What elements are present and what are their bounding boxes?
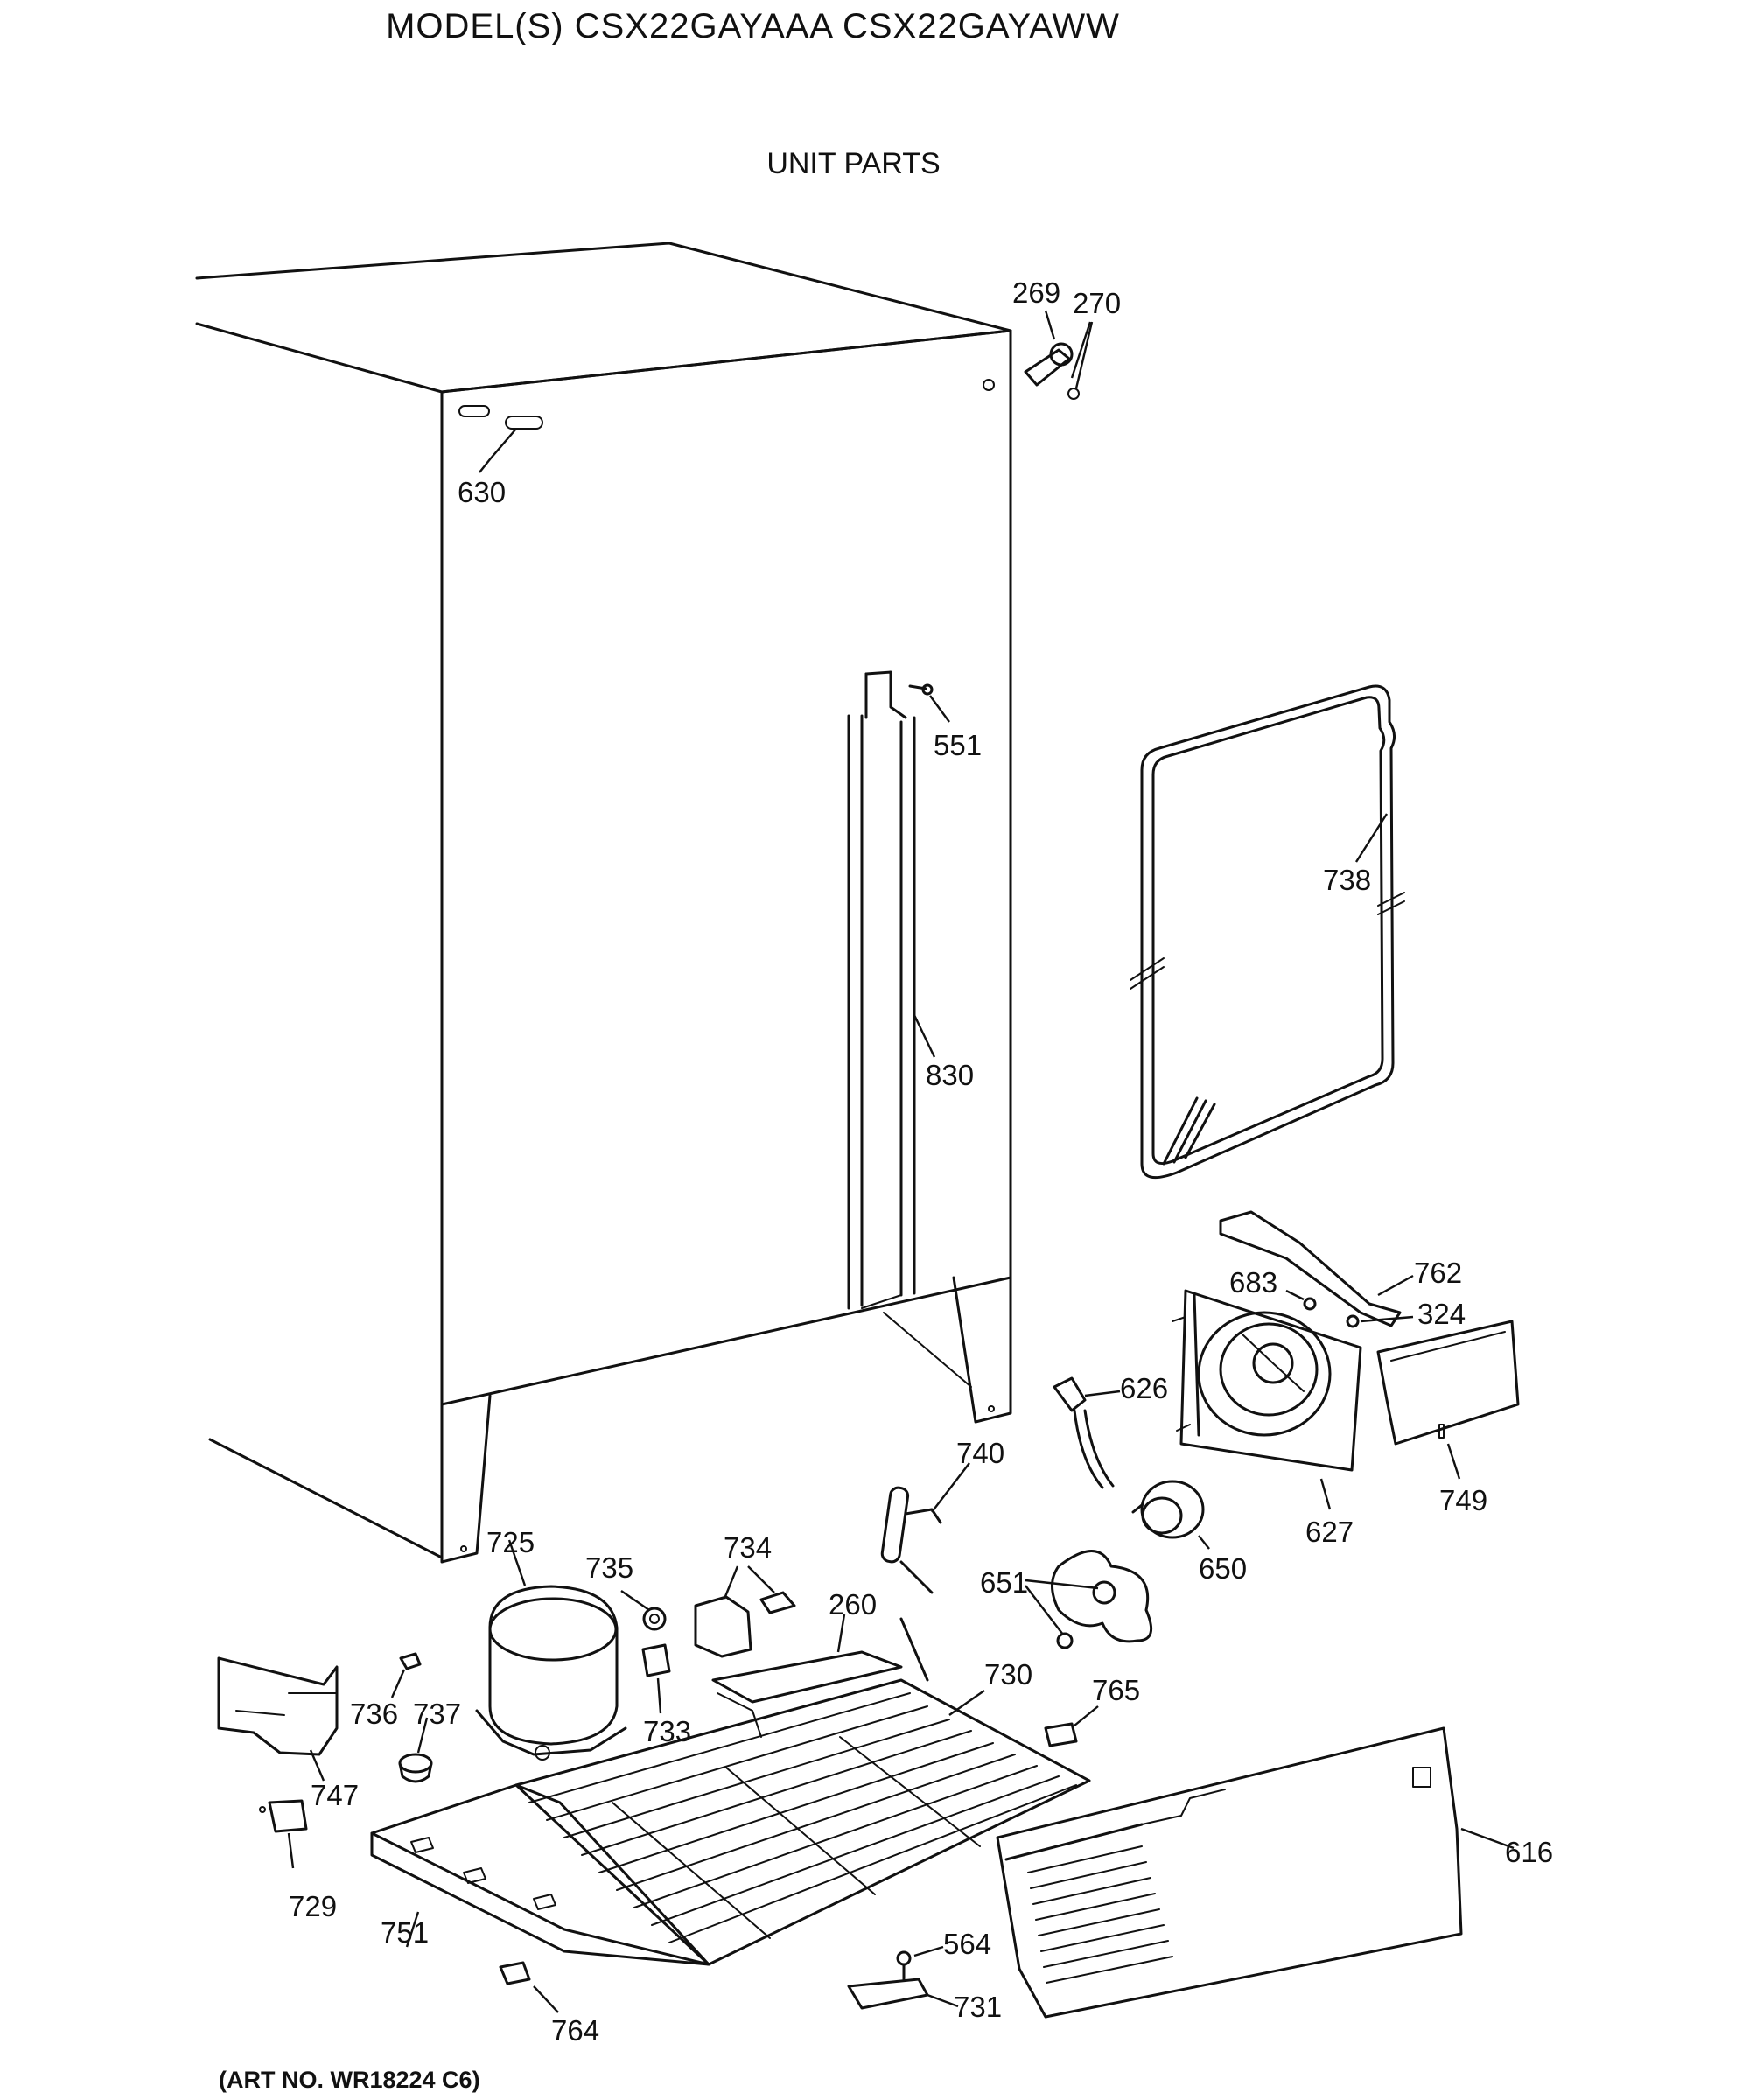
part-738-condenser-loop (1130, 684, 1405, 1180)
part-324-screw (1346, 1314, 1414, 1328)
part-564-screw (896, 1945, 944, 1981)
callout-747: 747 (311, 1779, 359, 1811)
part-630-plugs (458, 405, 543, 473)
section-title-text: UNIT PARTS (766, 147, 941, 180)
callout-270: 270 (1073, 287, 1121, 319)
part-740-drier (880, 1462, 970, 1594)
art-number: (ART NO. WR18224 C6) (219, 2067, 480, 2093)
part-733-relay (641, 1643, 671, 1714)
callout-765: 765 (1092, 1674, 1140, 1706)
callout-738: 738 (1323, 864, 1371, 896)
section-title: UNIT PARTS (0, 147, 1742, 181)
callout-737: 737 (413, 1698, 461, 1730)
callout-324: 324 (1417, 1298, 1466, 1330)
part-551-screw (908, 683, 950, 723)
callout-764: 764 (551, 2014, 599, 2047)
callout-762: 762 (1414, 1256, 1462, 1289)
part-764-clip (499, 1961, 559, 2013)
callout-830: 830 (926, 1059, 974, 1091)
part-765-clip (1044, 1705, 1099, 1747)
callout-751: 751 (381, 1916, 429, 1949)
callout-651: 651 (980, 1566, 1028, 1599)
part-730-condenser-coil (514, 1617, 1091, 1966)
part-737-grommet (398, 1717, 433, 1783)
refrigerator-cabinet (195, 242, 1012, 1564)
part-725-compressor (475, 1539, 627, 1760)
callout-735: 735 (585, 1551, 633, 1584)
model-title-text: MODEL(S) CSX22GAYAAA CSX22GAYAWW (386, 7, 1120, 46)
callout-626: 626 (1120, 1372, 1168, 1404)
callout-740: 740 (956, 1437, 1004, 1469)
part-731-clip (847, 1978, 959, 2010)
callout-627: 627 (1305, 1516, 1354, 1548)
callout-650: 650 (1199, 1552, 1247, 1585)
part-616-grille (996, 1726, 1515, 2019)
part-627-fan-shroud (1172, 1289, 1362, 1510)
part-650-motor (1131, 1480, 1210, 1550)
callout-749: 749 (1439, 1484, 1487, 1516)
part-729-relay-cover (259, 1799, 308, 1869)
callout-725: 725 (486, 1526, 535, 1558)
part-260-drain-pan (711, 1614, 903, 1738)
callout-616: 616 (1505, 1836, 1553, 1868)
callout-734: 734 (724, 1531, 772, 1564)
part-269-bracket (1024, 310, 1094, 400)
callout-269: 269 (1012, 276, 1060, 309)
part-749-cover (1376, 1320, 1520, 1480)
callout-736: 736 (350, 1698, 398, 1730)
callout-260: 260 (829, 1588, 877, 1620)
part-735-grommet (620, 1590, 667, 1631)
callout-730: 730 (984, 1658, 1032, 1690)
part-751-base-pan (370, 1783, 710, 1966)
callout-731: 731 (954, 1991, 1002, 2023)
callout-683: 683 (1229, 1266, 1277, 1298)
callout-729: 729 (289, 1890, 337, 1922)
part-747-bracket (217, 1656, 339, 1782)
callout-630: 630 (458, 476, 506, 508)
part-683-screw (1285, 1289, 1317, 1311)
lead-830 (913, 1014, 936, 1058)
callout-733: 733 (643, 1715, 691, 1747)
part-736-clip (390, 1652, 422, 1698)
callout-551: 551 (934, 729, 982, 761)
callout-564: 564 (943, 1928, 991, 1960)
part-651-fan-blade (1025, 1550, 1153, 1649)
part-734-overload (694, 1565, 796, 1658)
model-title: MODEL(S) CSX22GAYAAA CSX22GAYAWW (0, 7, 1742, 46)
part-626-cord (1053, 1376, 1121, 1489)
